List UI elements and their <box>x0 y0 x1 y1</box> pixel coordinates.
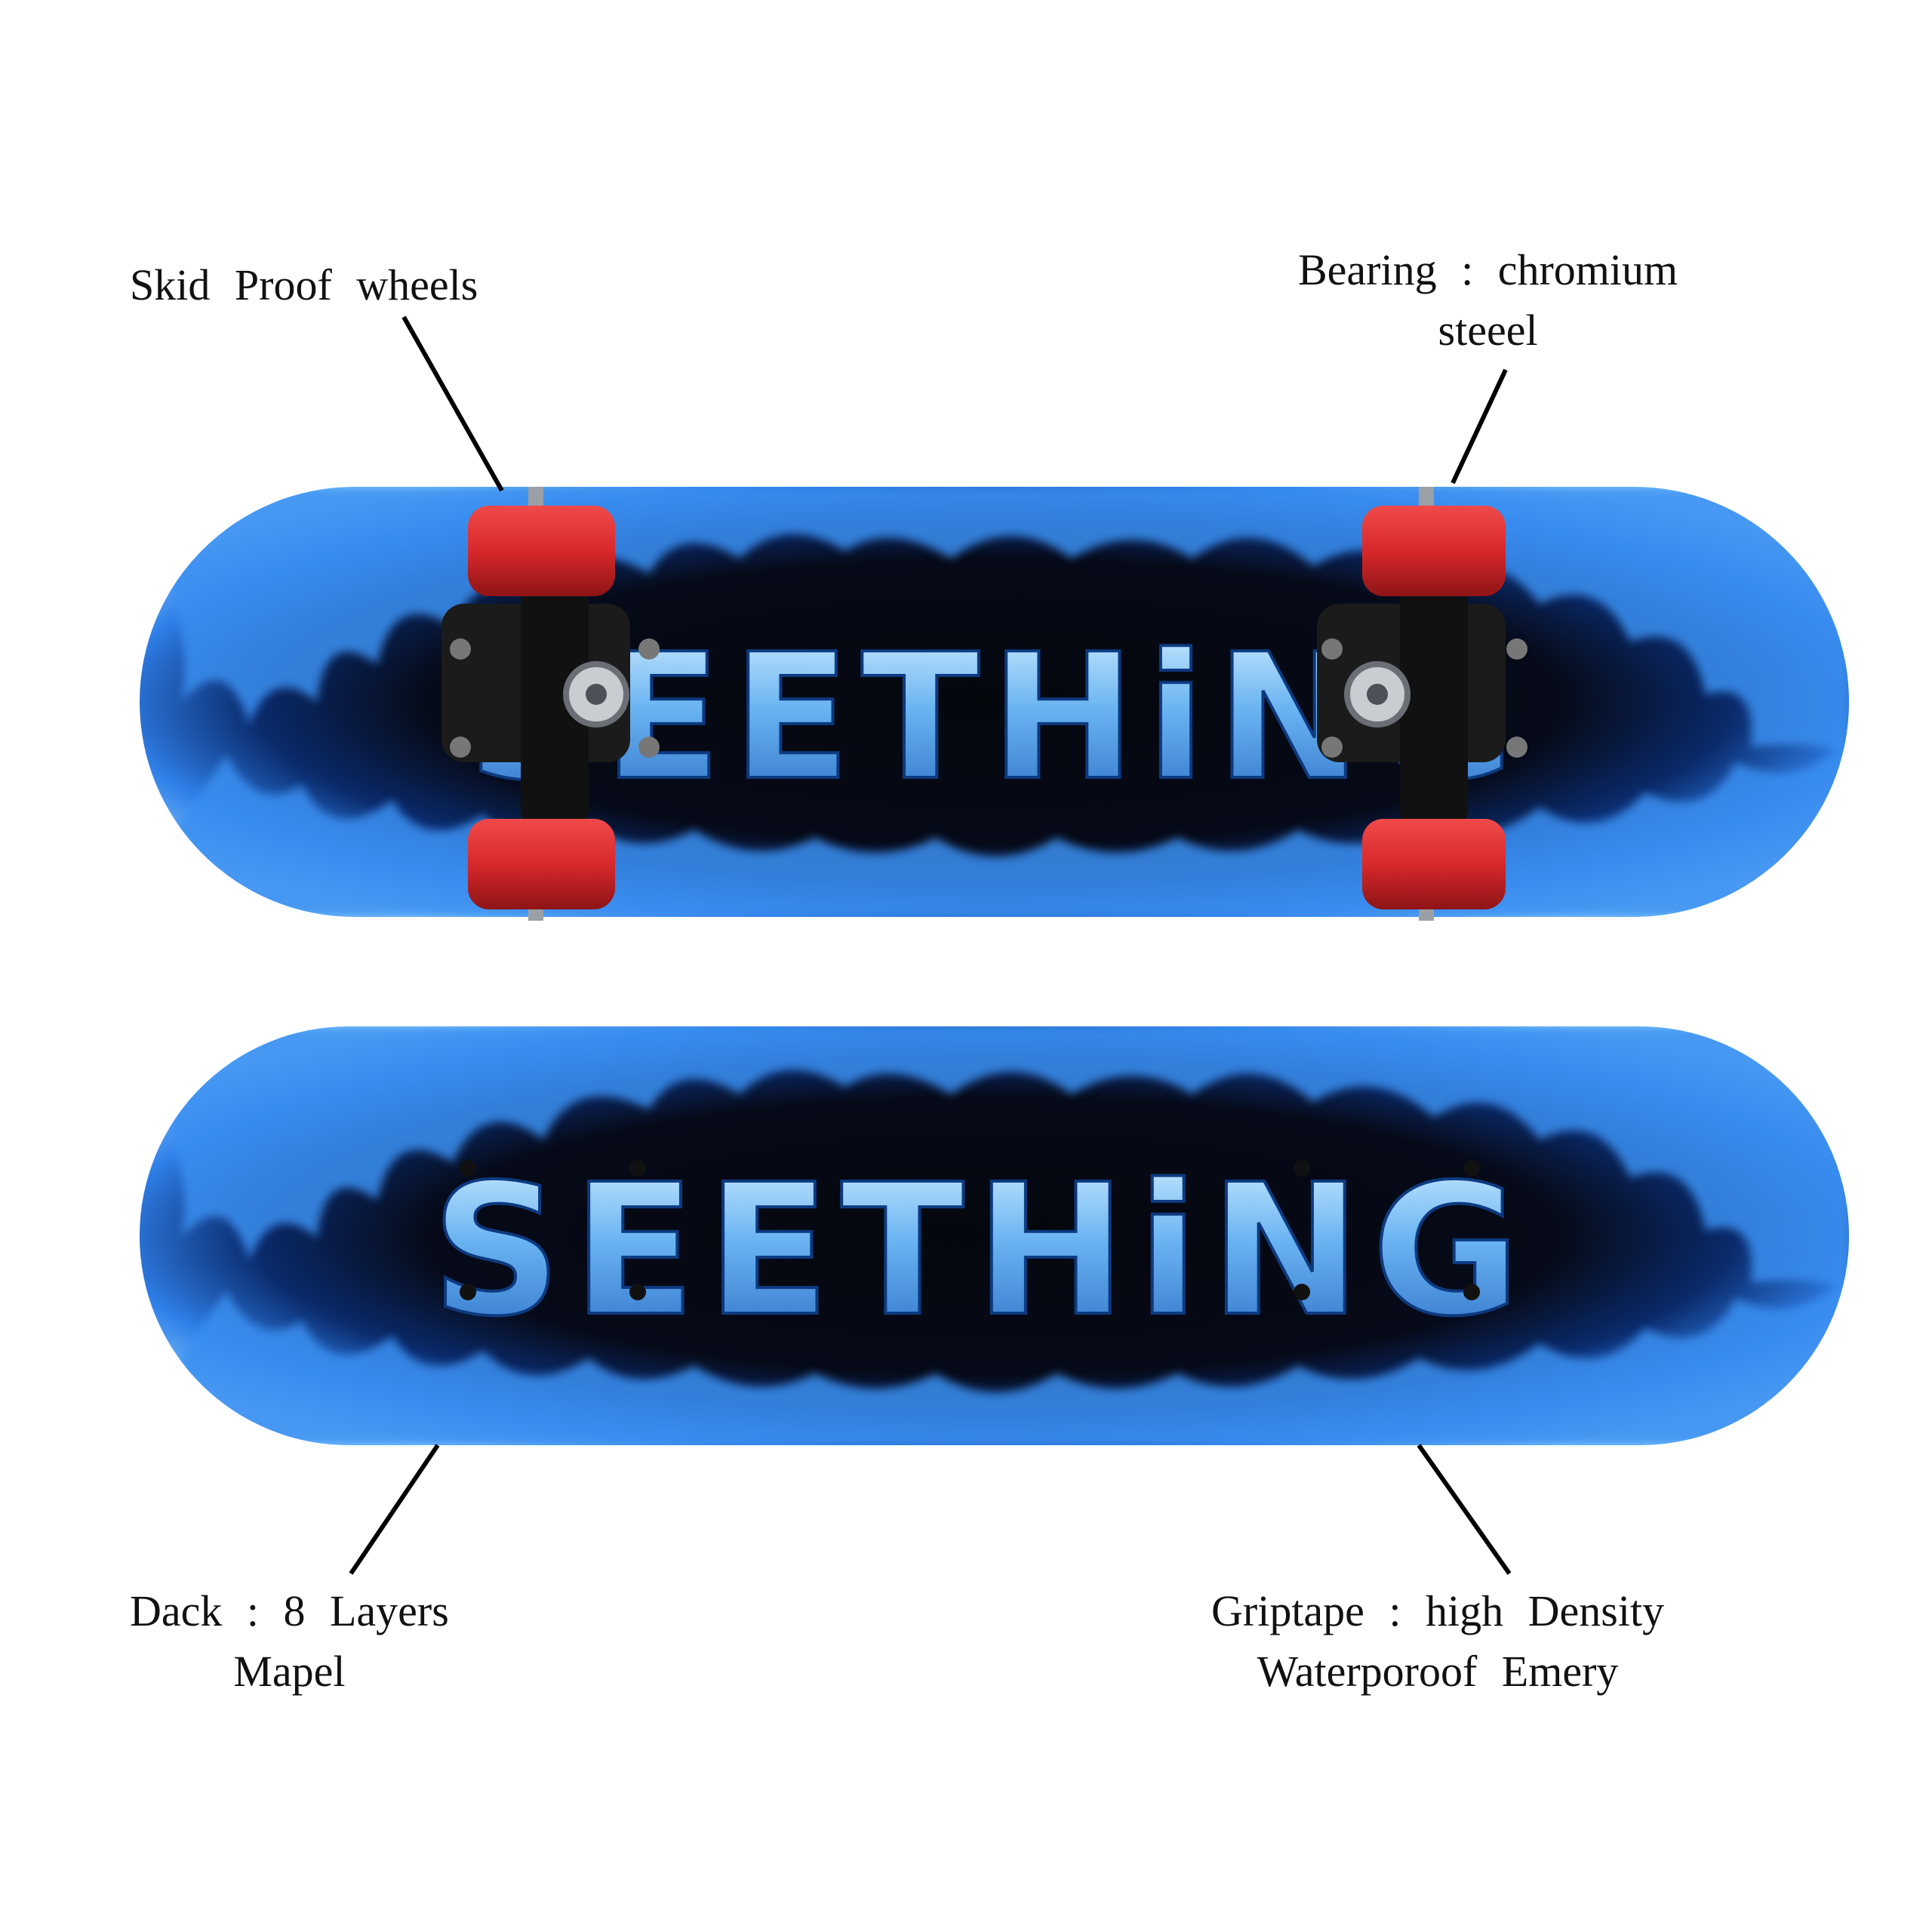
bearing-callout: Bearing : chromium steeel <box>1298 240 1678 361</box>
bearing-callout-line1: Bearing : chromium <box>1298 245 1678 294</box>
wheels-leader-line <box>401 315 504 492</box>
wheels-callout: Skid Proof wheels <box>130 255 478 315</box>
griptape-callout-line1: Griptape : high Density <box>1211 1586 1665 1635</box>
bolt <box>460 1160 476 1177</box>
deck-callout-line2: Mapel <box>233 1647 346 1696</box>
deck-callout: Dack : 8 Layers Mapel <box>130 1581 449 1702</box>
bearing-callout-line2: steeel <box>1438 306 1538 355</box>
griptape-callout: Griptape : high Density Waterporoof Emer… <box>1211 1581 1664 1702</box>
bottom-deck <box>140 1026 1849 1445</box>
bolt <box>1463 1284 1480 1300</box>
bolt <box>629 1284 646 1300</box>
griptape-leader-line <box>1417 1444 1512 1575</box>
top-skateboard: SEETHiNG <box>140 487 1849 921</box>
left-truck <box>441 487 660 921</box>
wheel-front-left-bottom <box>468 819 615 909</box>
griptape-callout-line2: Waterporoof Emery <box>1257 1647 1619 1696</box>
deck-leader-line <box>349 1444 440 1575</box>
bolt <box>1294 1284 1310 1300</box>
wheel-rear-right-bottom <box>1362 819 1506 909</box>
bottom-skateboard: SEETHiNG <box>140 1026 1849 1445</box>
bottom-brand-wordmark: SEETHiNG <box>431 1145 1531 1356</box>
bolt <box>1294 1160 1310 1177</box>
wheel-rear-right-top <box>1362 506 1506 596</box>
bolt <box>460 1284 476 1300</box>
deck-callout-line1: Dack : 8 Layers <box>130 1586 449 1635</box>
right-truck <box>1317 487 1527 921</box>
wheels-callout-text: Skid Proof wheels <box>130 260 478 309</box>
bearing-leader-line <box>1451 368 1508 485</box>
wheel-front-left-top <box>468 506 615 596</box>
bolt <box>1463 1160 1480 1177</box>
bottom-flame-pattern <box>140 1026 1849 1445</box>
bolt <box>629 1160 646 1177</box>
